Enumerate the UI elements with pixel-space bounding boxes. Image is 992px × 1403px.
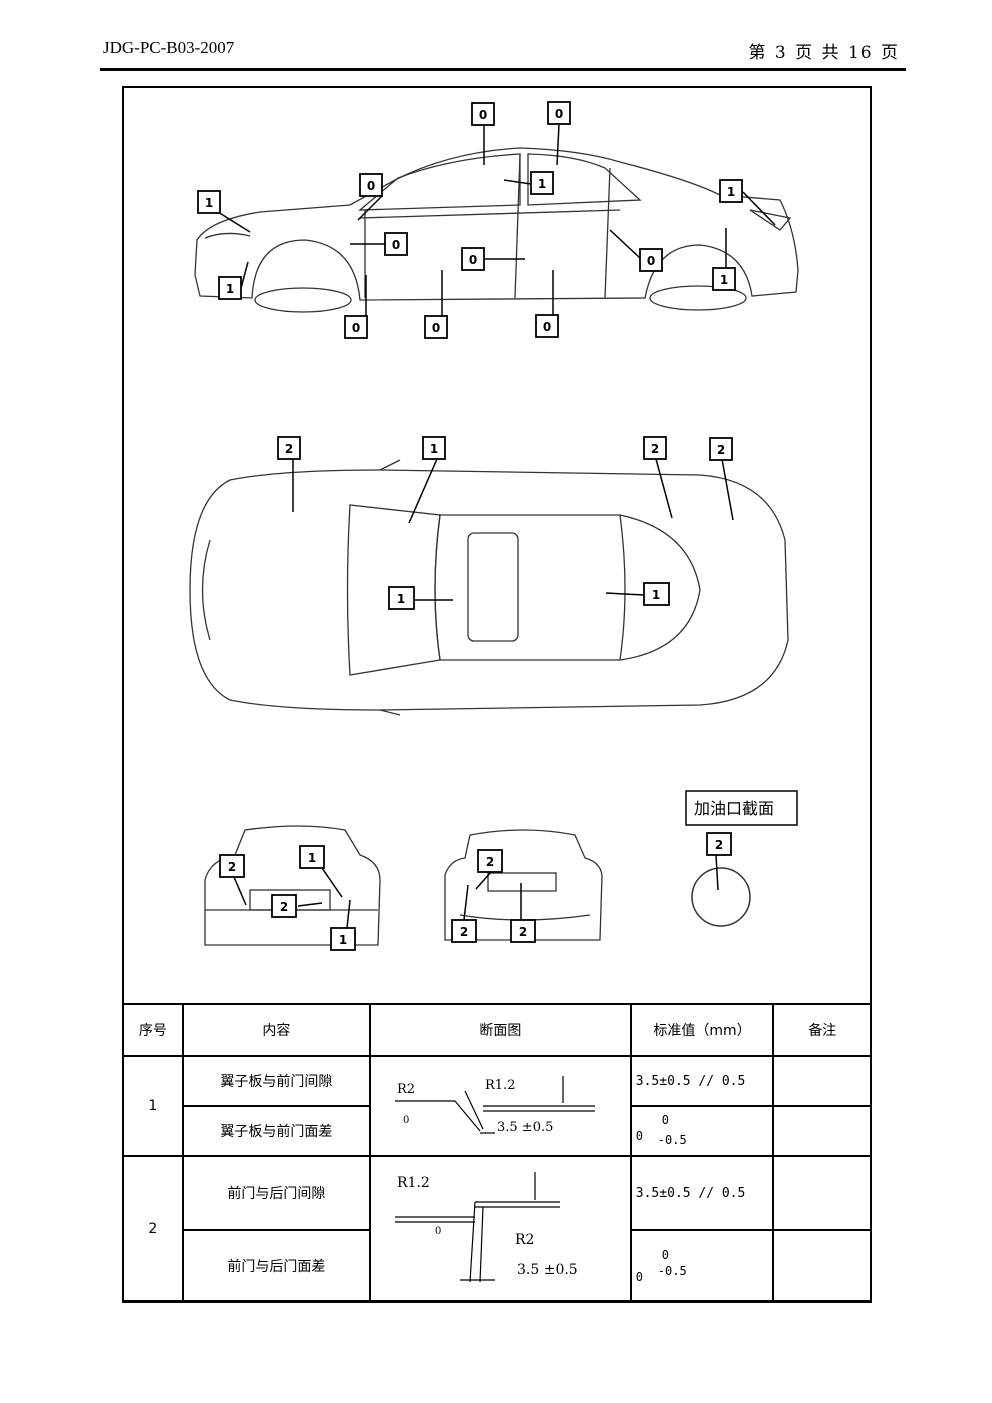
col-header: 内容 (181, 1003, 371, 1057)
section-diagram-1: R2 R1.2 0 3.5 ±0.5 (395, 1076, 596, 1135)
table-row: 2 前门与后门间隙 R1.2 R2 0 3.5 ±0.5 3 (122, 1155, 872, 1303)
remark-cell (772, 1155, 872, 1231)
callout-label: 2 (651, 442, 659, 456)
callout-label: 2 (715, 838, 723, 852)
side-view-callouts: 0 0 0 1 1 0 0 1 1 0 0 0 0 1 (197, 101, 743, 339)
callout-label: 0 (479, 108, 487, 122)
row-number: 1 (122, 1055, 184, 1157)
callout-label: 2 (486, 855, 494, 869)
zero-mark: 0 (435, 1226, 441, 1237)
table-row: 翼子板与前门面差 0 0 -0.5 (123, 1105, 872, 1157)
callout-label: 0 (647, 254, 655, 268)
row-content: 前门与后门面差 (181, 1229, 371, 1303)
tol-lower: -0.5 (657, 1264, 687, 1278)
callout-label: 1 (652, 588, 660, 602)
table-header-row: 序号 内容 断面图 标准值（mm） 备注 (122, 1003, 872, 1057)
side-view-car (194, 147, 799, 313)
tol-upper: 0 (661, 1248, 669, 1262)
callout-label: 1 (720, 273, 728, 287)
gap-dimension: 3.5 ±0.5 (517, 1262, 578, 1278)
callout-label: 1 (226, 282, 234, 296)
callout-label: 2 (717, 443, 725, 457)
callout-label: 0 (555, 107, 563, 121)
header-rule (100, 68, 906, 71)
fuel-cap-circle (691, 867, 751, 927)
front-view-callouts: 2 2 2 (451, 849, 536, 943)
flush-value: 0 0 -0.5 (629, 1229, 775, 1303)
col-header: 断面图 (368, 1003, 632, 1057)
callout-label: 2 (460, 925, 468, 939)
remark-cell (772, 1105, 872, 1157)
callout-label: 2 (519, 925, 527, 939)
callout-label: 0 (392, 238, 400, 252)
section-drawing: R2 R1.2 0 3.5 ±0.5 (368, 1055, 632, 1157)
flush-value: 0 0 -0.5 (629, 1105, 775, 1157)
remark-cell (772, 1229, 872, 1303)
zero-mark: 0 (403, 1115, 409, 1126)
callout-label: 0 (432, 321, 440, 335)
section-drawing: R1.2 R2 0 3.5 ±0.5 (368, 1155, 632, 1303)
fuel-cap-section: 加油口截面 2 (685, 790, 798, 856)
callout-label: 0 (352, 321, 360, 335)
callout-label: 1 (339, 933, 347, 947)
row-content: 前门与后门间隙 (181, 1155, 371, 1231)
callout-label: 1 (205, 196, 213, 210)
callout-label: 1 (397, 592, 405, 606)
gap-dimension: 3.5 ±0.5 (497, 1120, 553, 1135)
radius-left: R1.2 (397, 1175, 430, 1191)
table-row: 前门与后门面差 0 0 -0.5 (123, 1229, 872, 1303)
callout-leaders (217, 123, 776, 929)
callout-label: 1 (430, 442, 438, 456)
callout-label: 1 (308, 851, 316, 865)
remark-cell (772, 1055, 872, 1107)
section-diagram-2: R1.2 R2 0 3.5 ±0.5 (395, 1172, 578, 1283)
callout-label: 0 (469, 253, 477, 267)
row-content: 翼子板与前门间隙 (181, 1055, 371, 1107)
callout-label: 1 (538, 177, 546, 191)
callout-label: 0 (367, 179, 375, 193)
tol-main: 0 (635, 1270, 643, 1284)
callout-label: 2 (280, 900, 288, 914)
document-code: JDG-PC-B03-2007 (103, 38, 235, 57)
car-drawings: 0 0 0 1 1 0 0 1 1 0 0 0 0 1 2 1 2 2 1 1 … (189, 101, 799, 951)
table-row: 1 翼子板与前门间隙 R2 R1.2 0 3.5 ±0.5 3.5±0.5 // (122, 1055, 872, 1157)
page-number: 第 3 页 共 16 页 (748, 43, 900, 63)
fuel-cap-title: 加油口截面 (694, 799, 774, 818)
callout-label: 0 (543, 320, 551, 334)
radius-left: R2 (397, 1082, 415, 1097)
tol-lower: -0.5 (657, 1133, 687, 1147)
col-header: 序号 (122, 1003, 184, 1057)
standard-value: 3.5±0.5 // 0.5 (629, 1055, 775, 1107)
radius-right: R1.2 (485, 1078, 515, 1093)
row-number: 2 (122, 1155, 184, 1303)
top-view-callouts: 2 1 2 2 1 1 (277, 436, 733, 610)
tol-upper: 0 (661, 1113, 669, 1127)
radius-right: R2 (515, 1232, 534, 1248)
callout-label: 2 (285, 442, 293, 456)
rear-view-callouts: 2 1 2 1 (219, 845, 356, 951)
callout-label: 1 (727, 185, 735, 199)
tol-main: 0 (635, 1129, 643, 1143)
callout-label: 2 (228, 860, 236, 874)
top-view-car (189, 459, 789, 716)
col-header: 标准值（mm） (629, 1003, 775, 1057)
spec-table: 序号 内容 断面图 标准值（mm） 备注 1 翼子板与前门间隙 R2 R1.2 (122, 1003, 872, 1303)
standard-value: 3.5±0.5 // 0.5 (629, 1155, 775, 1231)
row-content: 翼子板与前门面差 (181, 1105, 371, 1157)
col-header: 备注 (772, 1003, 872, 1057)
